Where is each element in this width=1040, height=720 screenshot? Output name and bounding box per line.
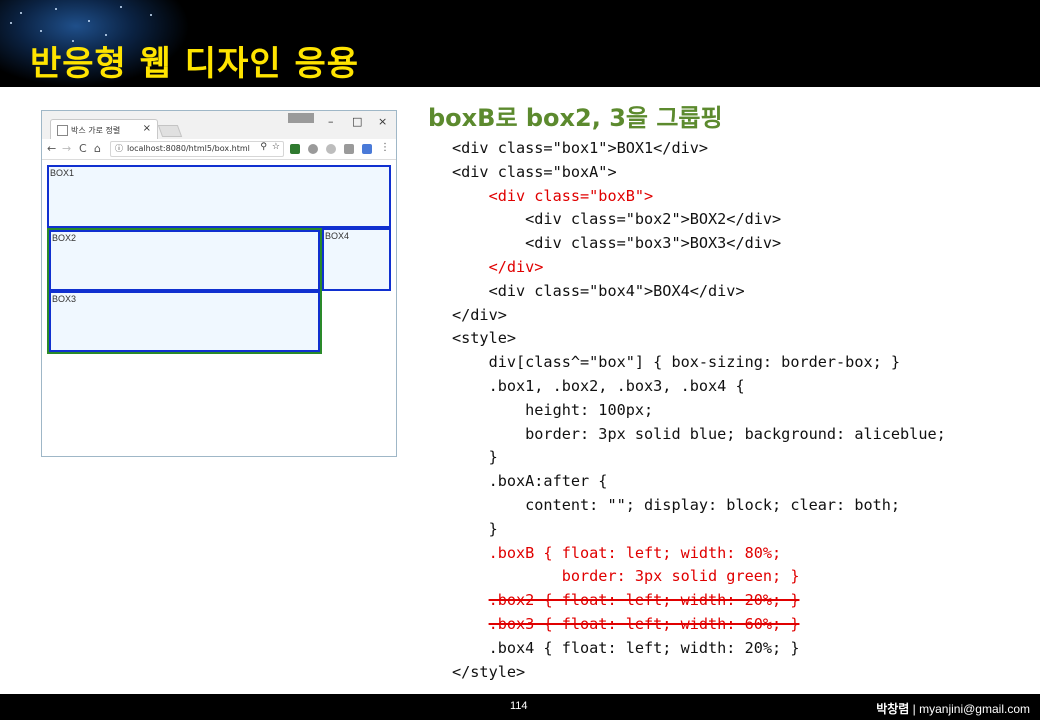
box1-label: BOX1	[50, 168, 75, 178]
code-line: .box3 { float: left; width: 60%; }	[452, 613, 946, 637]
code-line: <div class="boxA">	[452, 162, 617, 181]
code-line: div[class^="box"] { box-sizing: border-b…	[452, 353, 901, 372]
browser-viewport: BOX1 BOX2 BOX3 BOX4	[42, 160, 396, 456]
slide-title: 반응형 웹 디자인 응용	[30, 44, 360, 84]
code-line-text: .box3 { float: left; width: 60%; }	[488, 614, 800, 633]
maximize-button[interactable]: □	[352, 115, 363, 128]
page-number: 114	[510, 700, 528, 712]
code-line: </div>	[452, 305, 507, 324]
code-line: <div class="box4">BOX4</div>	[452, 281, 745, 300]
reload-icon[interactable]: C	[79, 142, 87, 155]
code-line: height: 100px;	[452, 400, 654, 419]
address-url[interactable]: localhost:8080/html5/box.html	[127, 144, 250, 153]
preview-box1: BOX1	[47, 165, 391, 228]
code-line: }	[452, 448, 498, 467]
author-separator: |	[909, 702, 920, 716]
code-line: <div class="box3">BOX3</div>	[452, 234, 782, 253]
code-line: }	[452, 519, 498, 538]
code-line: .boxA:after {	[452, 472, 608, 491]
code-line: .box4 { float: left; width: 20%; }	[452, 638, 800, 657]
section-subtitle: boxB로 box2, 3을 그룹핑	[428, 104, 723, 132]
author-email: myanjini@gmail.com	[919, 702, 1030, 716]
browser-toolbar: ← → C ⌂ ⓘ localhost:8080/html5/box.html …	[42, 139, 396, 160]
extension-icon-4[interactable]	[344, 144, 354, 154]
new-tab-button[interactable]	[157, 125, 183, 137]
extension-icon-2[interactable]	[308, 144, 318, 154]
code-line: </style>	[452, 662, 526, 681]
code-line: .boxB { float: left; width: 80%;	[452, 543, 782, 562]
extension-icon-1[interactable]	[290, 144, 300, 154]
code-line: border: 3px solid blue; background: alic…	[452, 424, 946, 443]
home-icon[interactable]: ⌂	[94, 142, 101, 155]
close-window-button[interactable]: ×	[378, 115, 388, 128]
zoom-icon[interactable]: ⚲	[260, 142, 267, 152]
code-line: content: ""; display: block; clear: both…	[452, 495, 901, 514]
address-bar[interactable]: ⓘ localhost:8080/html5/box.html ⚲ ☆	[110, 141, 284, 157]
code-line: </div>	[452, 257, 544, 276]
code-line: <div class="box2">BOX2</div>	[452, 210, 782, 229]
code-line: .box1, .box2, .box3, .box4 {	[452, 376, 745, 395]
starfield-decoration	[0, 0, 190, 87]
code-line: border: 3px solid green; }	[452, 567, 800, 586]
profile-badge[interactable]	[288, 113, 314, 123]
code-line: <style>	[452, 329, 517, 348]
preview-box4: BOX4	[322, 228, 391, 291]
author-credit: 박창렴 | myanjini@gmail.com	[876, 700, 1030, 717]
browser-titlebar: 박스 가로 정렬 × – □ ×	[42, 111, 396, 140]
author-name: 박창렴	[876, 702, 910, 716]
minimize-button[interactable]: –	[328, 115, 334, 128]
code-indent	[452, 615, 489, 633]
page-favicon-icon	[57, 125, 68, 136]
browser-window: 박스 가로 정렬 × – □ × ← → C ⌂ ⓘ localhost:808…	[41, 110, 397, 457]
bookmark-star-icon[interactable]: ☆	[271, 142, 280, 152]
slide-header: 반응형 웹 디자인 응용	[0, 0, 1040, 87]
code-indent	[452, 591, 489, 609]
preview-box3: BOX3	[49, 291, 320, 352]
code-line: <div class="boxB">	[452, 186, 654, 205]
box3-label: BOX3	[52, 294, 77, 304]
tab-title: 박스 가로 정렬	[71, 126, 121, 135]
tab-close-icon[interactable]: ×	[142, 123, 151, 134]
preview-boxB	[47, 228, 322, 354]
browser-tab[interactable]: 박스 가로 정렬 ×	[50, 119, 158, 140]
preview-box2: BOX2	[49, 230, 320, 291]
code-line: .box2 { float: left; width: 20%; }	[452, 589, 946, 613]
forward-icon[interactable]: →	[62, 142, 72, 155]
browser-menu-icon[interactable]: ⋮	[380, 142, 390, 153]
site-info-icon[interactable]: ⓘ	[115, 144, 123, 153]
box4-label: BOX4	[325, 231, 350, 241]
code-line: <div class="box1">BOX1</div>	[452, 139, 709, 157]
slide-footer: 114 박창렴 | myanjini@gmail.com	[0, 694, 1040, 720]
back-icon[interactable]: ←	[47, 142, 57, 155]
extension-icon-5[interactable]	[362, 144, 372, 154]
code-block: <div class="box1">BOX1</div> <div class="…	[452, 137, 946, 684]
box2-label: BOX2	[52, 233, 77, 243]
code-line-text: .box2 { float: left; width: 20%; }	[488, 591, 800, 610]
extension-icon-3[interactable]	[326, 144, 336, 154]
